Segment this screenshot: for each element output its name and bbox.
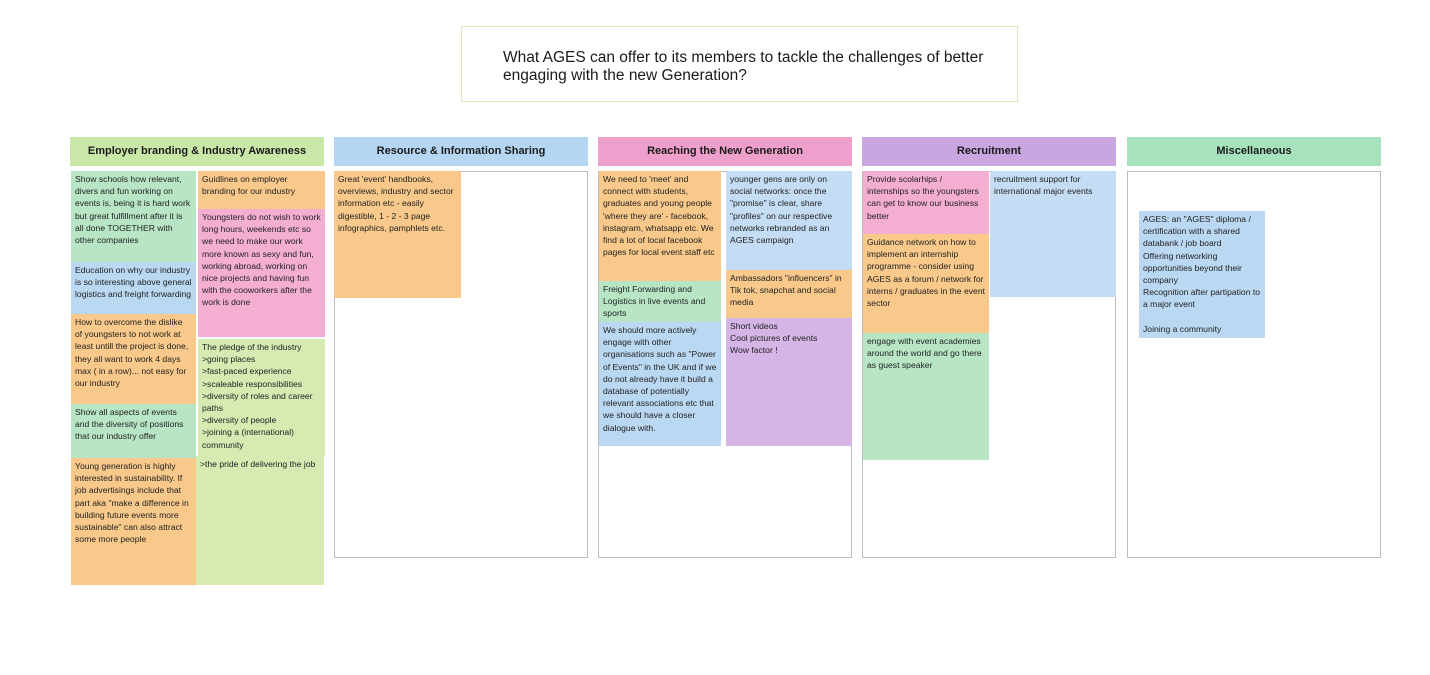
sticky-note[interactable]: Education on why our industry is so inte… xyxy=(71,262,196,314)
sticky-note[interactable]: Ambassadors "influencers" in Tik tok, sn… xyxy=(726,270,852,318)
sticky-note[interactable]: AGES: an "AGES" diploma / certification … xyxy=(1139,211,1265,338)
header-recruitment: Recruitment xyxy=(862,137,1116,166)
board-title-box: What AGES can offer to its members to ta… xyxy=(461,26,1018,102)
sticky-note[interactable]: Great 'event' handbooks, overviews, indu… xyxy=(334,171,461,298)
sticky-note[interactable]: Short videos Cool pictures of events Wow… xyxy=(726,318,852,446)
sticky-note[interactable]: Show all aspects of events and the diver… xyxy=(71,404,196,458)
sticky-note[interactable]: younger gens are only on social networks… xyxy=(726,171,852,270)
sticky-note[interactable]: Show schools how relevant, divers and fu… xyxy=(71,171,196,262)
header-resource-sharing: Resource & Information Sharing xyxy=(334,137,588,166)
sticky-note[interactable]: Young generation is highly interested in… xyxy=(71,458,196,585)
header-employer-branding: Employer branding & Industry Awareness xyxy=(70,137,324,166)
header-reaching-new-generation: Reaching the New Generation xyxy=(598,137,852,166)
sticky-note[interactable]: Guidance network on how to implement an … xyxy=(863,234,989,333)
sticky-note[interactable]: engage with event academies around the w… xyxy=(863,333,989,460)
board-title: What AGES can offer to its members to ta… xyxy=(503,49,984,84)
sticky-note[interactable]: Youngsters do not wish to work long hour… xyxy=(198,209,325,337)
sticky-note[interactable]: Guidlines on employer branding for our i… xyxy=(198,171,325,209)
sticky-note[interactable]: We should more actively engage with othe… xyxy=(599,322,721,446)
header-miscellaneous: Miscellaneous xyxy=(1127,137,1381,166)
sticky-note[interactable]: The pledge of the industry >going places… xyxy=(198,339,325,456)
sticky-note[interactable]: Provide scolarhips / internships so the … xyxy=(863,171,989,234)
sticky-note[interactable]: >the pride of delivering the job xyxy=(196,456,324,585)
sticky-note[interactable]: How to overcome the dislike of youngster… xyxy=(71,314,196,404)
sticky-note[interactable]: We need to 'meet' and connect with stude… xyxy=(599,171,721,281)
sticky-note[interactable]: recruitment support for international ma… xyxy=(990,171,1116,297)
sticky-note[interactable]: Freight Forwarding and Logistics in live… xyxy=(599,281,721,322)
